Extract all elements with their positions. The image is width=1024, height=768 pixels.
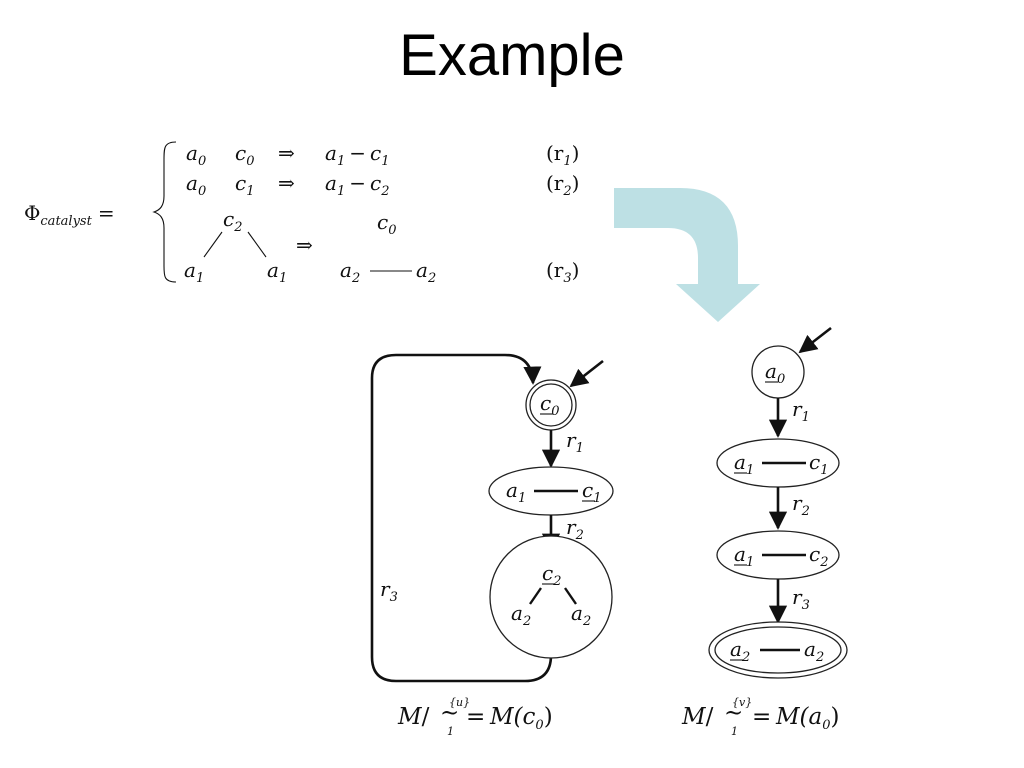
svg-text:a1: a1 bbox=[734, 542, 754, 570]
node-c0: c0 bbox=[525, 379, 577, 431]
svg-text:a0: a0 bbox=[186, 141, 206, 169]
svg-text:c0: c0 bbox=[235, 141, 254, 169]
svg-text:⇒: ⇒ bbox=[278, 171, 295, 195]
svg-text:c1: c1 bbox=[809, 450, 828, 478]
svg-text:a1−c2: a1−c2 bbox=[325, 171, 389, 199]
node-a2-a2: a2 a2 bbox=[708, 621, 848, 679]
loop-edge-r3 bbox=[370, 353, 553, 683]
graph-left: r3 c0 r1 a1 c1 r2 c2 bbox=[370, 353, 614, 738]
svg-text:{u}: {u} bbox=[449, 696, 470, 709]
rule-r3: c2 a1 a1 ⇒ c0 a2 a2 (r3) bbox=[184, 207, 579, 286]
svg-text:c0: c0 bbox=[540, 391, 559, 419]
svg-text:1: 1 bbox=[731, 725, 738, 738]
svg-text:=: = bbox=[752, 704, 771, 730]
svg-text:a2: a2 bbox=[340, 258, 360, 286]
svg-text:a2: a2 bbox=[511, 601, 531, 629]
node-a1-c1-left: a1 c1 bbox=[488, 466, 614, 516]
rule-r3-label: (r3) bbox=[546, 258, 579, 286]
svg-text:a0: a0 bbox=[765, 359, 785, 387]
svg-text:a0: a0 bbox=[186, 171, 206, 199]
caption-right: M/ ∼ {v} 1 = M(a0) bbox=[681, 696, 840, 738]
svg-text:M(c0): M(c0) bbox=[489, 704, 553, 733]
rule-r1-label: (r1) bbox=[546, 141, 579, 169]
svg-text:a2: a2 bbox=[804, 637, 824, 665]
svg-text:⇒: ⇒ bbox=[296, 233, 313, 257]
svg-text:c1: c1 bbox=[582, 478, 601, 506]
node-a1-c1-right: a1 c1 bbox=[716, 438, 840, 488]
svg-text:∼: ∼ bbox=[440, 700, 459, 726]
svg-text:c2: c2 bbox=[223, 207, 242, 235]
edge-label-r2-left: r2 bbox=[566, 515, 584, 543]
svg-text:c2: c2 bbox=[809, 542, 828, 570]
svg-text:=: = bbox=[466, 704, 485, 730]
svg-text:a2: a2 bbox=[730, 637, 750, 665]
svg-text:a1: a1 bbox=[506, 478, 526, 506]
svg-text:M(a0): M(a0) bbox=[775, 704, 840, 733]
svg-text:a1: a1 bbox=[734, 450, 754, 478]
edge-label-r1-right: r1 bbox=[792, 397, 810, 425]
edge-label-r1-left: r1 bbox=[566, 428, 584, 456]
graph-right: a0 r1 a1 c1 r2 a1 c2 r3 a2 bbox=[681, 326, 848, 738]
svg-text:∼: ∼ bbox=[724, 700, 743, 726]
svg-text:a2: a2 bbox=[571, 601, 591, 629]
node-c2-a2-a2: c2 a2 a2 bbox=[489, 535, 613, 659]
svg-text:a1−c1: a1−c1 bbox=[325, 141, 389, 169]
svg-text:c0: c0 bbox=[377, 210, 396, 238]
svg-text:{v}: {v} bbox=[732, 696, 752, 709]
transform-arrow-icon bbox=[614, 188, 760, 322]
edge-label-r2-right: r2 bbox=[792, 491, 810, 519]
svg-text:c1: c1 bbox=[235, 171, 254, 199]
svg-text:a2: a2 bbox=[416, 258, 436, 286]
node-a0: a0 bbox=[751, 345, 805, 399]
node-a1-c2: a1 c2 bbox=[716, 530, 840, 580]
start-arrow-left bbox=[569, 359, 604, 388]
edge-label-r3-right: r3 bbox=[792, 585, 810, 613]
edge-label-r3: r3 bbox=[380, 577, 398, 605]
caption-left: M/ ∼ {u} 1 = M(c0) bbox=[397, 696, 553, 738]
svg-text:M/: M/ bbox=[681, 704, 714, 730]
svg-text:a1: a1 bbox=[184, 258, 204, 286]
left-brace bbox=[152, 141, 177, 283]
rule-r2: a0 c1 ⇒ a1−c2 (r2) bbox=[186, 171, 579, 199]
start-arrow-right bbox=[798, 326, 832, 354]
svg-text:⇒: ⇒ bbox=[278, 141, 295, 165]
svg-text:1: 1 bbox=[447, 725, 454, 738]
slide-title: Example bbox=[399, 23, 625, 88]
rule-system: Φcatalyst= a0 c0 ⇒ a1−c1 (r1) a0 c1 ⇒ a1… bbox=[24, 141, 579, 286]
svg-text:c2: c2 bbox=[542, 561, 561, 589]
svg-text:M/: M/ bbox=[397, 704, 430, 730]
svg-text:a1: a1 bbox=[267, 258, 287, 286]
phi-catalyst-label: Φcatalyst= bbox=[24, 201, 115, 229]
rule-r1: a0 c0 ⇒ a1−c1 (r1) bbox=[186, 141, 579, 169]
rule-r2-label: (r2) bbox=[546, 171, 579, 199]
